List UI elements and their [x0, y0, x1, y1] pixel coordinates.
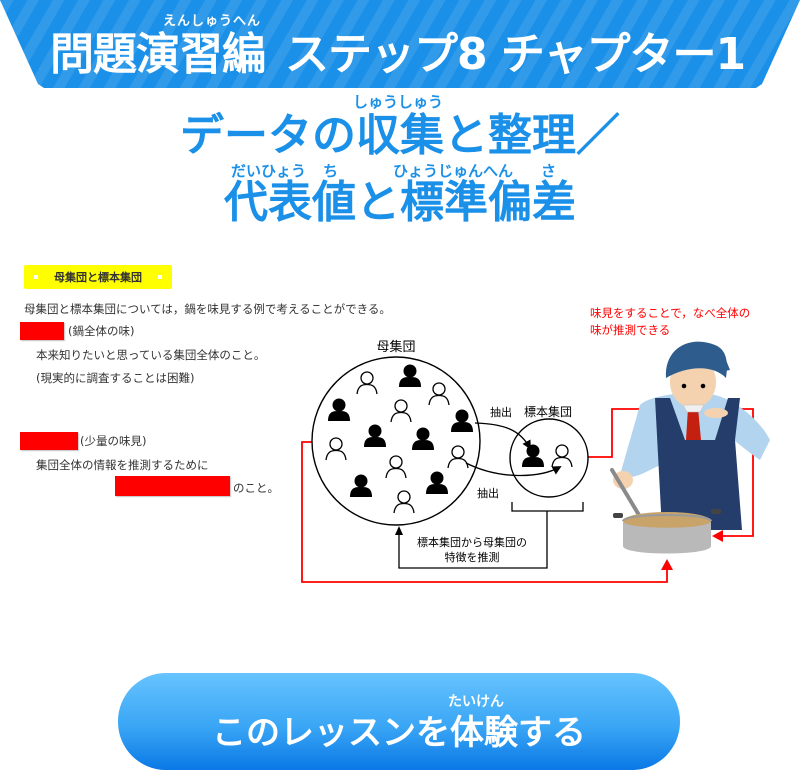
extract-label-2: 抽出: [477, 486, 499, 500]
red-arrowheads: [661, 403, 723, 570]
callout-line1: 味見をすることで，なべ全体の: [590, 306, 751, 320]
population-note: (鍋全体の味): [68, 324, 135, 338]
sample-desc-end: のこと。: [233, 481, 279, 495]
hidden-term-sample-def[interactable]: [115, 476, 230, 496]
lesson-ruby-sa: さ: [541, 162, 557, 180]
label-dot: [158, 275, 162, 279]
header-step-label: ステップ8 チャプター1: [285, 29, 746, 80]
infer-label-1: 標本集団から母集団の: [417, 535, 527, 549]
cta-ruby: たいけん: [448, 694, 504, 710]
extract-label-1: 抽出: [490, 405, 512, 419]
sample-note: (少量の味見): [80, 434, 147, 448]
population-desc-note: (現実的に調査することは困難): [36, 371, 195, 385]
lesson-ruby-daihyou: だいひょう: [231, 162, 307, 180]
sample-label: 標本集団: [524, 404, 572, 419]
hidden-term-sample[interactable]: [20, 432, 78, 450]
header-part-label: 問題演習編: [50, 29, 266, 80]
chef-illustration: [610, 341, 770, 554]
tasting-callout: 味見をすることで，なべ全体の 味が推測できる: [590, 305, 750, 339]
population-desc: 本来知りたいと思っている集団全体のこと。: [36, 348, 266, 362]
infer-label-2: 特徴を推測: [445, 550, 500, 564]
section-label-text: 母集団と標本集団: [54, 271, 142, 284]
population-label: 母集団: [376, 339, 415, 355]
callout-line2: 味が推測できる: [590, 323, 671, 337]
lesson-ruby-shushu: しゅうしゅう: [353, 93, 444, 111]
lesson-ruby-chi: ち: [323, 162, 339, 180]
header-ruby: えんしゅうへん: [162, 14, 261, 29]
try-lesson-button[interactable]: たいけん このレッスンを体験する: [118, 673, 680, 770]
lesson-title-line2: 代表値と標準偏差: [224, 177, 576, 228]
section-label: 母集団と標本集団: [24, 265, 172, 289]
header-banner: [0, 0, 800, 88]
intro-text: 母集団と標本集団については，鍋を味見する例で考えることができる。: [24, 302, 391, 316]
lesson-ruby-hyoujunhen: ひょうじゅんへん: [393, 162, 514, 180]
red-flow-lines: [301, 408, 754, 583]
lesson-title-line1: データの収集と整理／: [180, 110, 620, 161]
label-dot: [34, 275, 38, 279]
sample-desc: 集団全体の情報を推測するために: [36, 458, 209, 472]
cta-label: このレッスンを体験する: [212, 713, 586, 753]
hidden-term-population[interactable]: [20, 322, 64, 340]
header-title: 問題演習編ステップ8 チャプター1: [50, 29, 750, 81]
